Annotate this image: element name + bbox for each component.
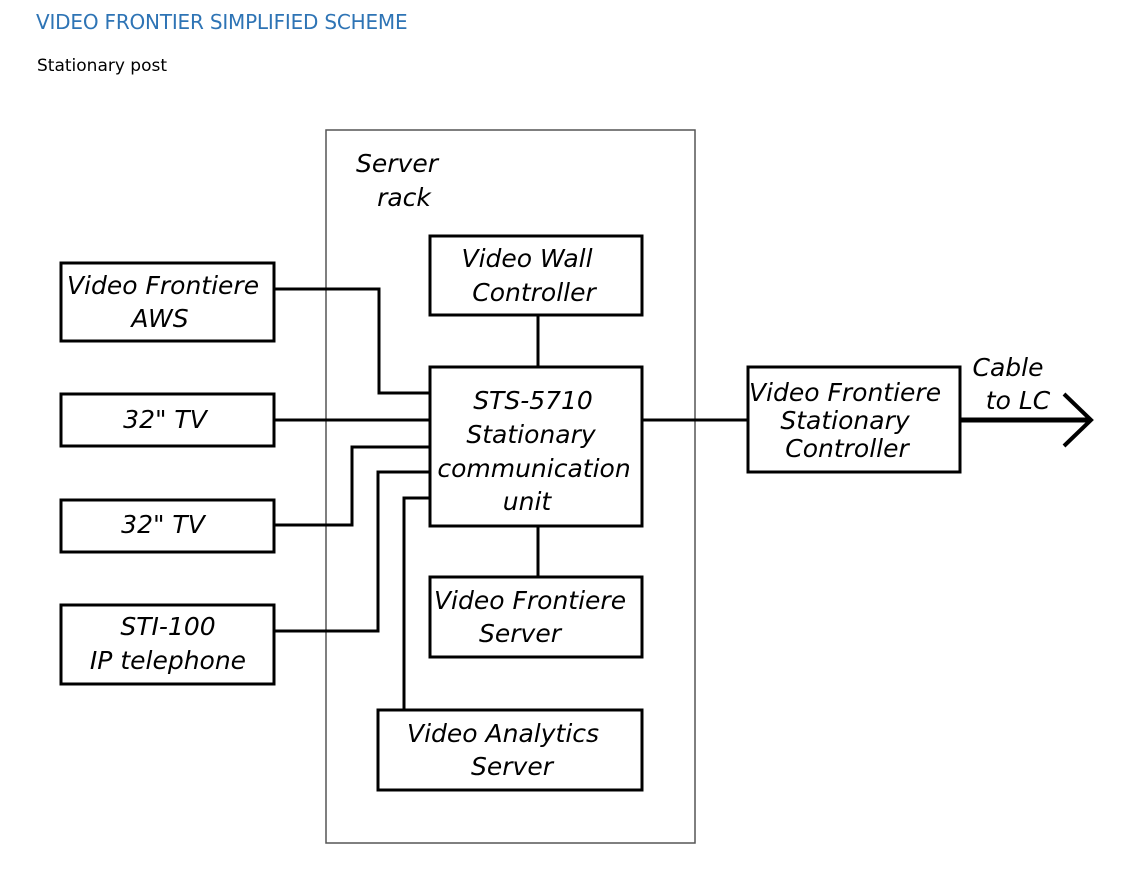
wire-phone — [274, 470, 430, 633]
rack-label: Server rack — [356, 149, 446, 212]
server-rack — [325, 129, 696, 844]
node-video-analytics-server — [376, 708, 644, 792]
cable-arrow-icon — [1062, 392, 1094, 448]
cable-label: Cable to LC — [973, 353, 1052, 415]
wire-analytics — [402, 496, 430, 710]
connections — [274, 287, 1094, 710]
node-stationary-controller — [746, 365, 962, 474]
wire-tv2 — [274, 445, 430, 527]
node-aws — [59, 261, 276, 343]
node-sts-5710 — [428, 365, 644, 528]
node-video-analytics-server-label: Video Analytics Server — [407, 719, 607, 781]
page-title: VIDEO FRONTIER SIMPLIFIED SCHEME — [36, 10, 408, 34]
wire-aws — [274, 287, 430, 395]
node-tv-1 — [59, 392, 276, 448]
node-video-frontiere-server-label: Video Frontiere Server — [434, 586, 634, 648]
node-tv-2 — [59, 498, 276, 554]
node-sts-5710-label: STS-5710 Stationary communication unit — [437, 386, 638, 516]
page-subtitle: Stationary post — [37, 56, 168, 76]
node-ip-telephone — [59, 603, 276, 686]
node-video-frontiere-server — [428, 575, 644, 659]
node-stationary-controller-label: Video Frontiere Stationary Controller — [749, 378, 949, 463]
node-video-wall-controller-label: Video Wall Controller — [461, 244, 600, 307]
node-tv-2-label: 32" TV — [121, 510, 207, 539]
node-video-wall-controller — [428, 234, 644, 317]
node-ip-telephone-label: STI-100 IP telephone — [90, 612, 246, 675]
node-aws-label: Video Frontiere AWS — [67, 271, 267, 333]
node-tv-1-label: 32" TV — [123, 405, 209, 434]
